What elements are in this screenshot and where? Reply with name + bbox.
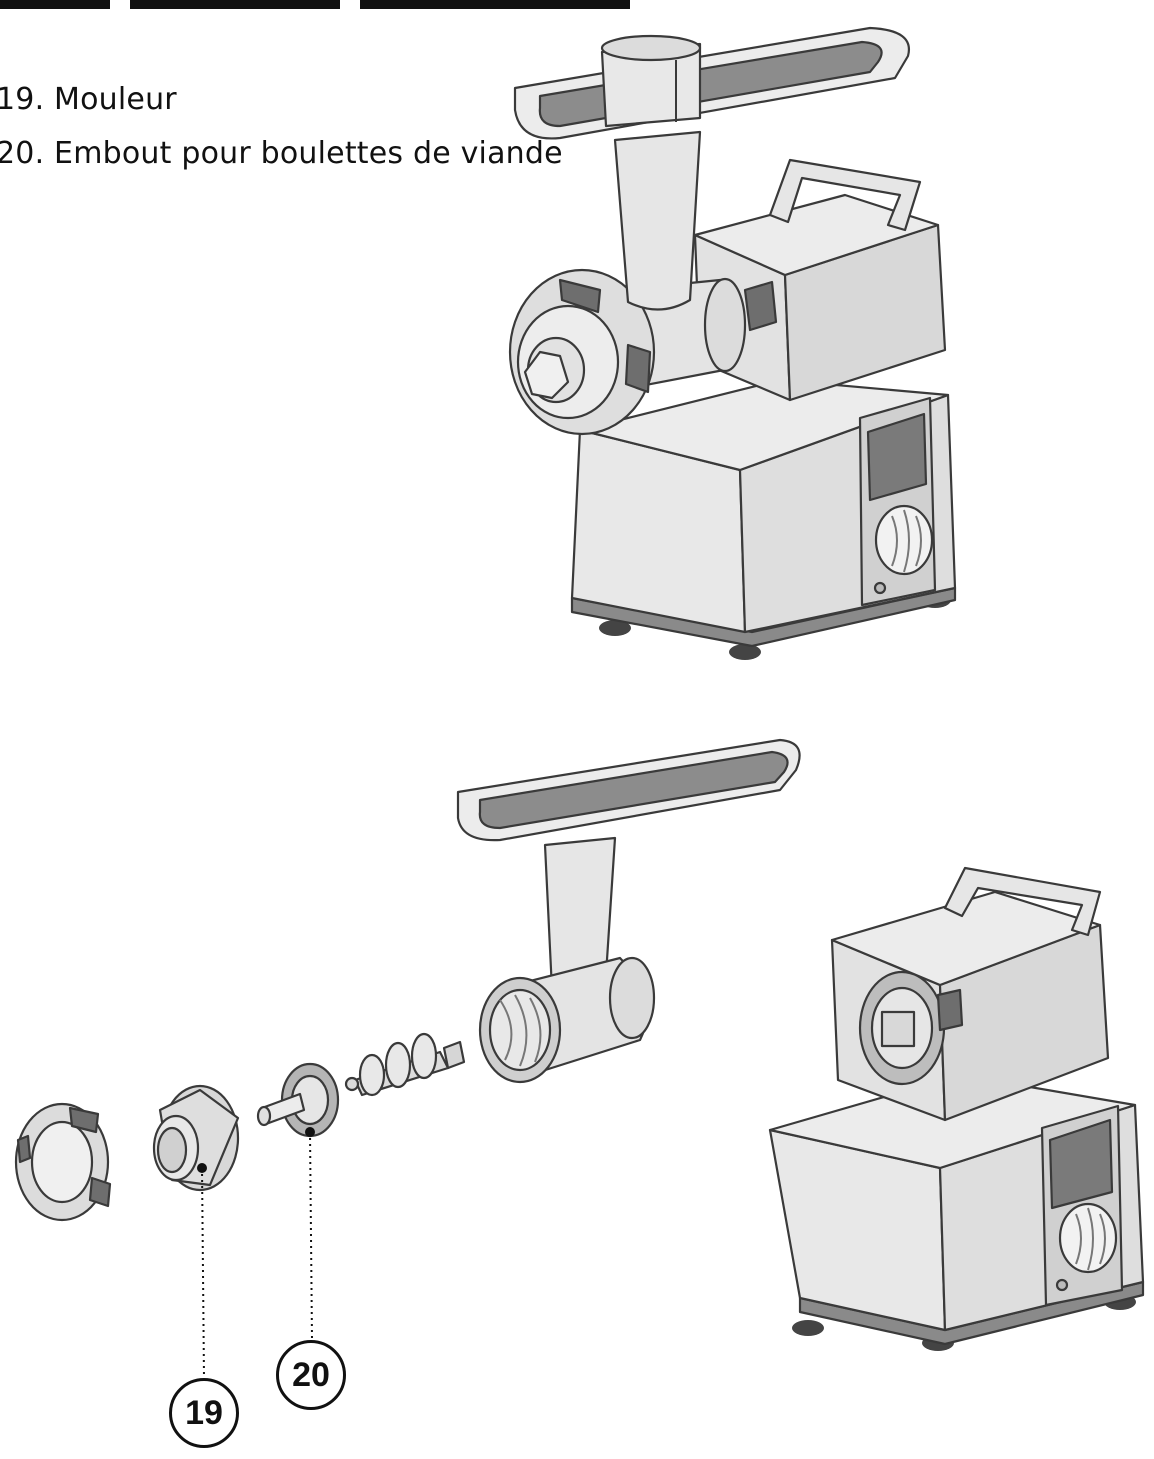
speed-dial [874, 504, 934, 576]
ring-nut-exploded [14, 1102, 112, 1222]
motor-head-top [693, 193, 940, 277]
leader-lines [197, 1127, 315, 1379]
callout-20: 20 [276, 1340, 346, 1410]
carry-handle [768, 158, 922, 232]
nozzle [523, 350, 570, 400]
motor-unit [768, 866, 1145, 1351]
display-window [866, 412, 928, 502]
release-knob [743, 280, 778, 332]
foot [599, 620, 631, 636]
cropped-heading [0, 0, 630, 9]
legend-item-20: 20. Embout pour boulettes de viande [0, 136, 563, 171]
foot [729, 644, 761, 660]
legend-item-19: 19. Mouleur [0, 82, 177, 117]
exploded-barrel-tray [456, 738, 801, 1084]
feed-neck [613, 130, 702, 311]
assembled-meat-grinder [508, 26, 957, 660]
lower-body-top [578, 378, 950, 472]
reset-button [873, 581, 887, 595]
moulder [152, 1084, 240, 1192]
meatball-attachment [256, 1062, 340, 1138]
callout-19: 19 [169, 1378, 239, 1448]
auger-screw [344, 1032, 466, 1097]
base-strip [570, 586, 957, 648]
